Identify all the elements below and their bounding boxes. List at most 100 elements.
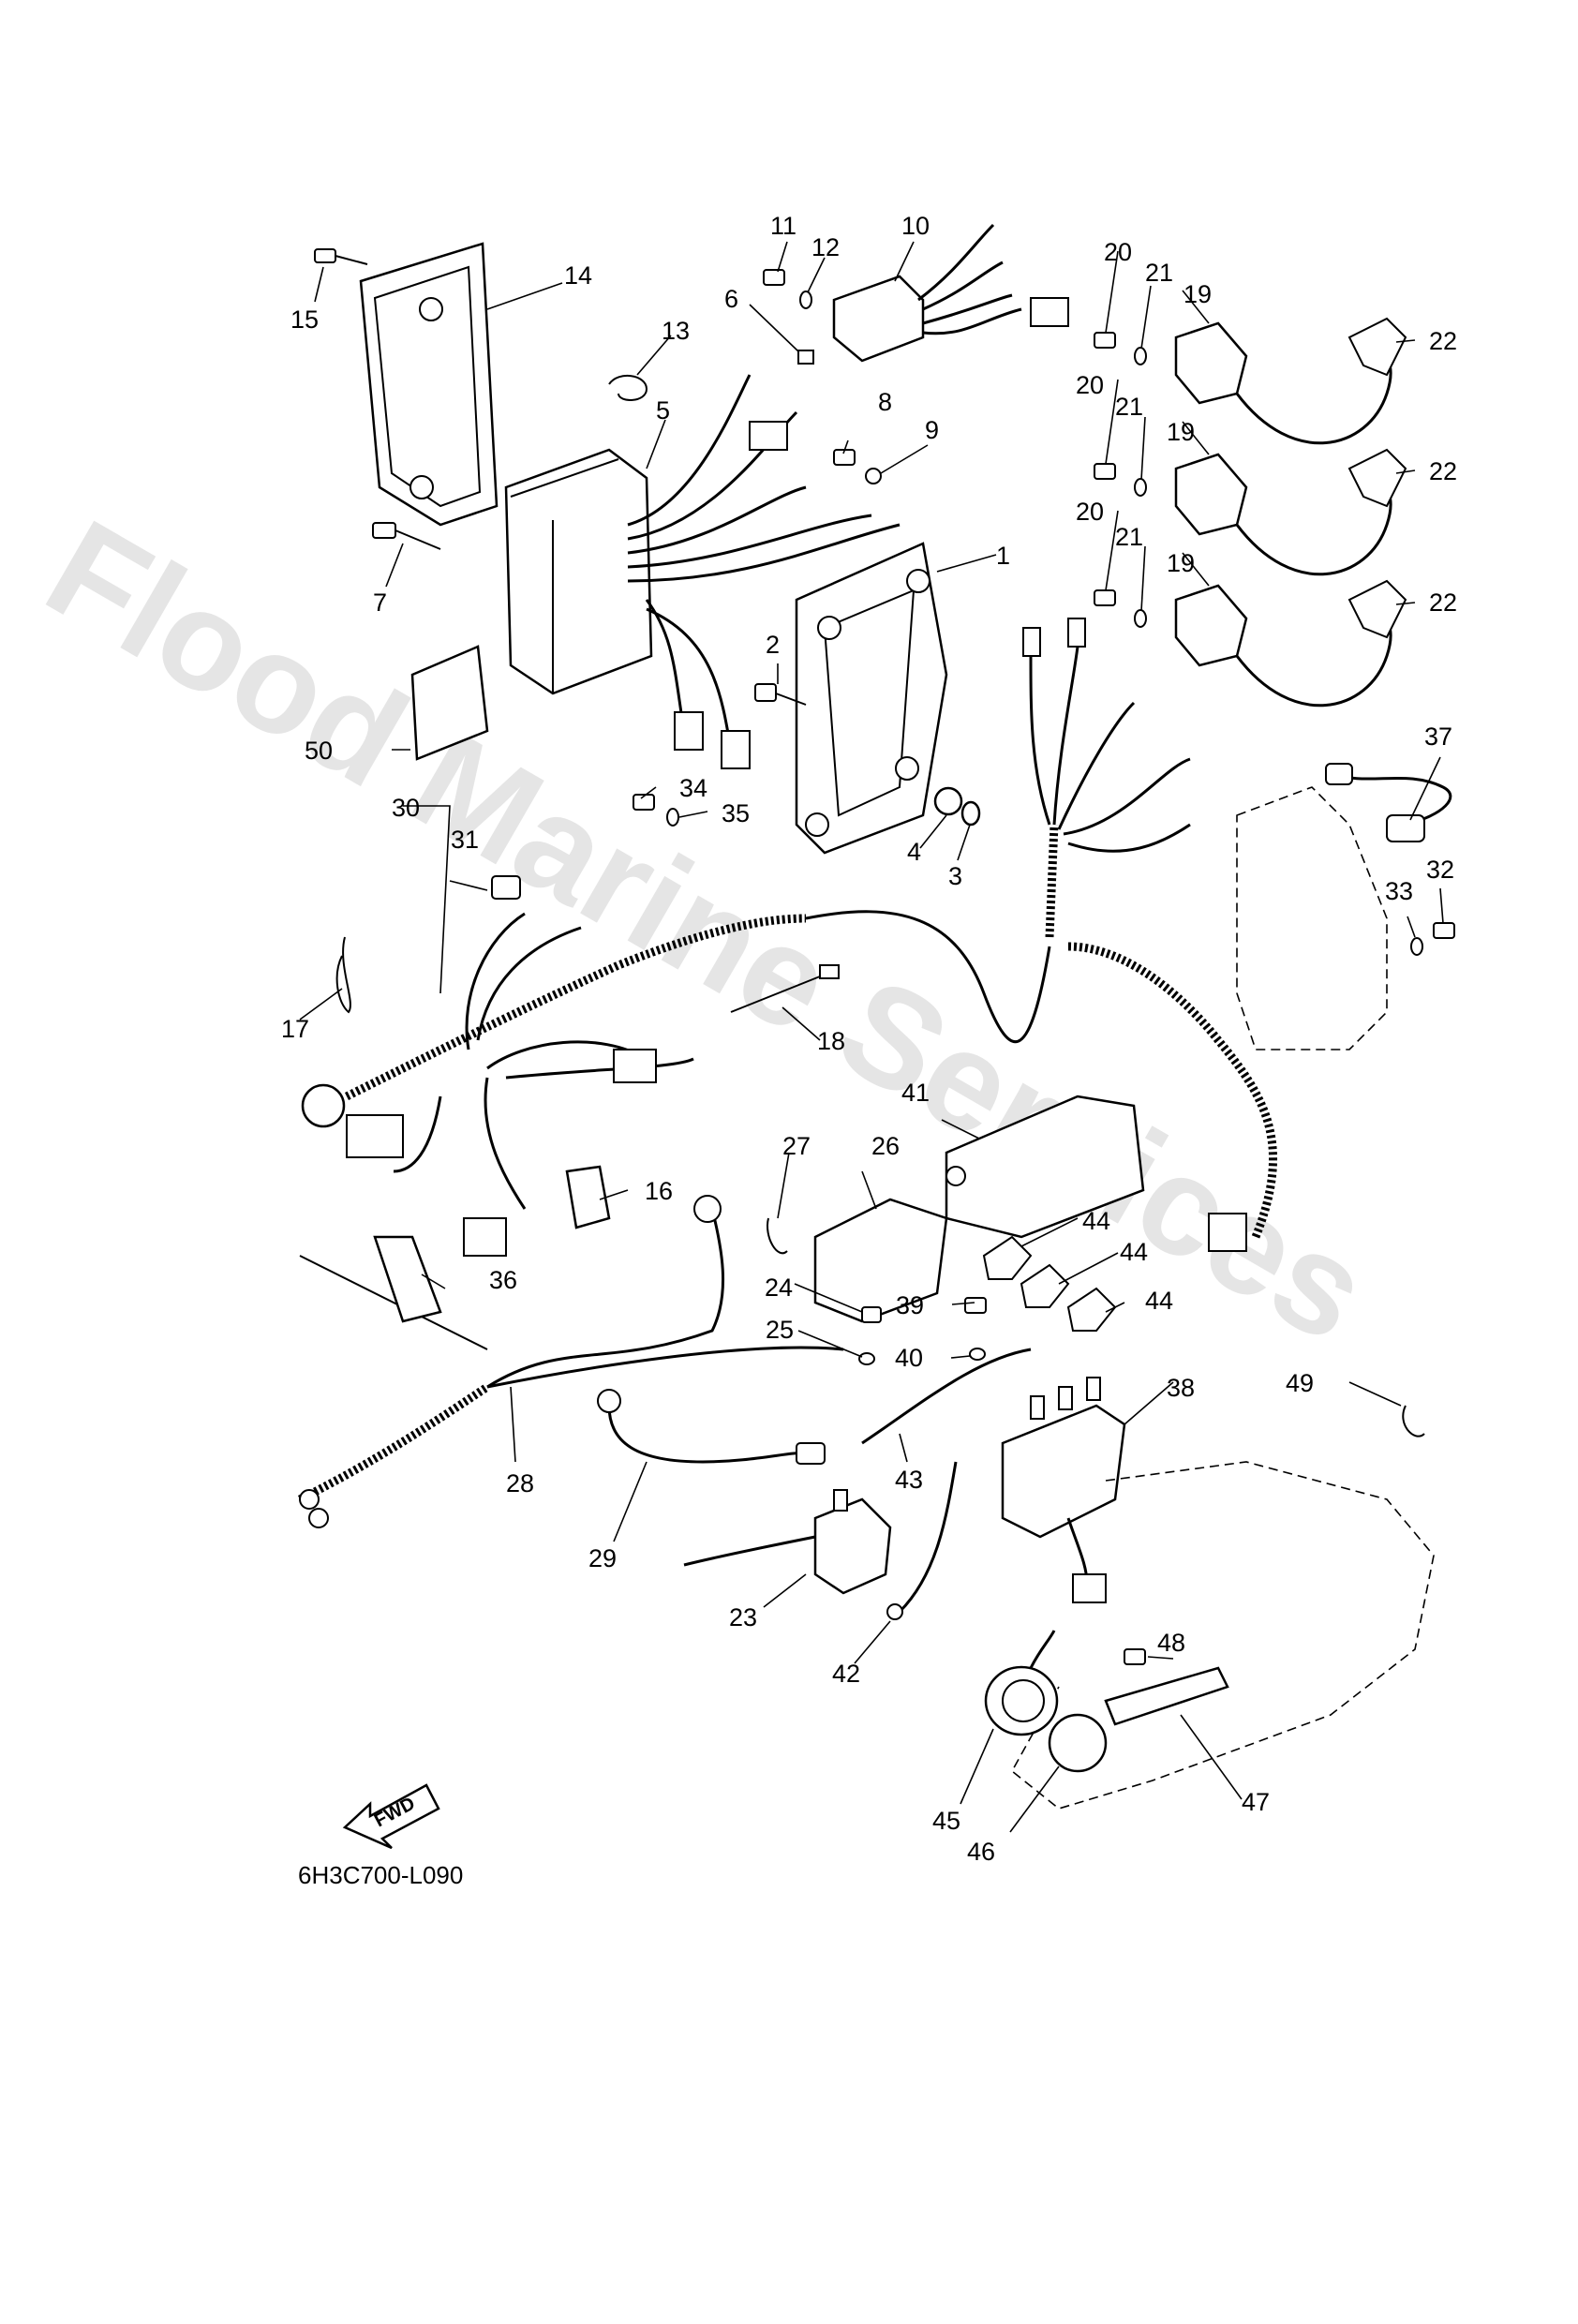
grommet-part-45 [984, 1630, 1059, 1736]
clip-part-17 [335, 936, 351, 1014]
callout-44c: 44 [1145, 1287, 1173, 1315]
callout-44b: 44 [1120, 1238, 1148, 1266]
connector-part-31 [491, 875, 521, 900]
callout-5: 5 [656, 396, 670, 425]
callout-24: 24 [765, 1274, 793, 1302]
callout-30: 30 [392, 794, 420, 822]
callout-7: 7 [373, 588, 387, 617]
callout-21b: 21 [1115, 393, 1143, 421]
callout-21c: 21 [1115, 523, 1143, 551]
cdi-unit-part-5 [504, 448, 653, 695]
ring-part-46 [1048, 1713, 1108, 1773]
callout-29: 29 [588, 1544, 617, 1572]
callout-20c: 20 [1076, 498, 1104, 526]
callout-28: 28 [506, 1469, 534, 1497]
callout-12: 12 [811, 233, 840, 261]
battery-cable-part-28 [297, 1195, 844, 1528]
callout-22c: 22 [1429, 588, 1457, 617]
lead-part-42 [886, 1461, 958, 1620]
callout-9: 9 [925, 416, 939, 444]
washer-part-35 [666, 808, 679, 827]
callout-11: 11 [770, 212, 796, 240]
callout-43: 43 [895, 1466, 923, 1494]
washer-part-3 [960, 800, 981, 827]
bolt-part-7 [372, 522, 441, 550]
callout-31: 31 [451, 826, 479, 854]
callout-22a: 22 [1429, 327, 1457, 355]
callout-21a: 21 [1145, 259, 1173, 287]
callout-10: 10 [901, 212, 930, 240]
bolt-part-34 [633, 794, 655, 811]
washer-part-33 [1410, 937, 1423, 956]
cable-tie-part-18 [730, 964, 840, 1013]
bottom-cowling-outline [1010, 1461, 1435, 1810]
main-harness-part-30 [301, 910, 1278, 1257]
bolt-part-15 [314, 248, 368, 265]
engine-outline [1236, 786, 1388, 1050]
callout-22b: 22 [1429, 457, 1457, 485]
callout-6: 6 [724, 285, 738, 313]
callout-18: 18 [817, 1027, 845, 1055]
callout-50: 50 [305, 737, 333, 765]
callout-48: 48 [1157, 1629, 1185, 1657]
callout-19b: 19 [1167, 418, 1195, 446]
callout-3: 3 [948, 862, 962, 890]
bracket-part-1 [795, 542, 948, 855]
caps-part-44 [982, 1235, 1117, 1332]
bracket-part-47 [1104, 1666, 1229, 1726]
plug-leads-part-22 [1235, 317, 1407, 708]
cable-part-29 [597, 1389, 826, 1465]
cdi-wires [627, 374, 901, 769]
wire-bundle [1022, 618, 1191, 938]
callout-17: 17 [281, 1015, 309, 1043]
callout-numbers: 1 2 3 4 5 6 7 8 9 10 11 12 13 14 15 16 1… [281, 212, 1457, 1866]
fwd-arrow-icon: FWD [342, 1783, 440, 1850]
callout-19a: 19 [1184, 280, 1212, 308]
washer-part-9 [865, 468, 882, 484]
lead-part-43 [861, 1348, 1032, 1445]
clip-part-27 [767, 1217, 788, 1255]
callout-40: 40 [895, 1344, 923, 1372]
washer-part-25 [858, 1352, 875, 1365]
relay-part-38 [1001, 1377, 1126, 1603]
callout-45: 45 [932, 1807, 960, 1835]
diagram-code: 6H3C700-L090 [298, 1861, 463, 1889]
callout-33: 33 [1385, 877, 1413, 905]
callout-26: 26 [871, 1132, 900, 1160]
bolt-part-48 [1124, 1648, 1146, 1665]
clip-part-13 [608, 375, 648, 401]
nut-part-6 [797, 350, 814, 365]
callout-4: 4 [907, 838, 921, 866]
bolt-part-32 [1433, 922, 1455, 939]
rectifier-part-10 [832, 223, 1069, 363]
sensor-part-37 [1325, 763, 1452, 842]
washers-part-21 [1134, 347, 1147, 628]
bolt-part-24 [861, 1306, 882, 1323]
bolts-part-20 [1094, 332, 1116, 606]
callout-14: 14 [564, 261, 592, 290]
callout-47: 47 [1242, 1788, 1270, 1816]
holder-part-36 [299, 1235, 488, 1350]
callout-44a: 44 [1082, 1207, 1110, 1235]
bolt-part-39 [964, 1297, 987, 1314]
callout-19c: 19 [1167, 549, 1195, 577]
washer-part-40 [969, 1348, 986, 1361]
callout-37: 37 [1424, 723, 1452, 751]
label-part-50 [410, 645, 489, 761]
callout-35: 35 [722, 799, 750, 827]
callout-41: 41 [901, 1079, 930, 1107]
part-drawings: FWD [297, 223, 1455, 1850]
cover-part-26 [813, 1198, 948, 1323]
bolt-part-11 [763, 269, 785, 286]
callout-23: 23 [729, 1603, 757, 1631]
callout-25: 25 [766, 1316, 794, 1344]
callout-36: 36 [489, 1266, 517, 1294]
callout-2: 2 [766, 631, 780, 659]
callout-49: 49 [1286, 1369, 1314, 1397]
callout-8: 8 [878, 388, 892, 416]
callout-16: 16 [645, 1177, 673, 1205]
callout-38: 38 [1167, 1374, 1195, 1402]
callout-34: 34 [679, 774, 707, 802]
callout-20a: 20 [1104, 238, 1132, 266]
callout-27: 27 [782, 1132, 811, 1160]
